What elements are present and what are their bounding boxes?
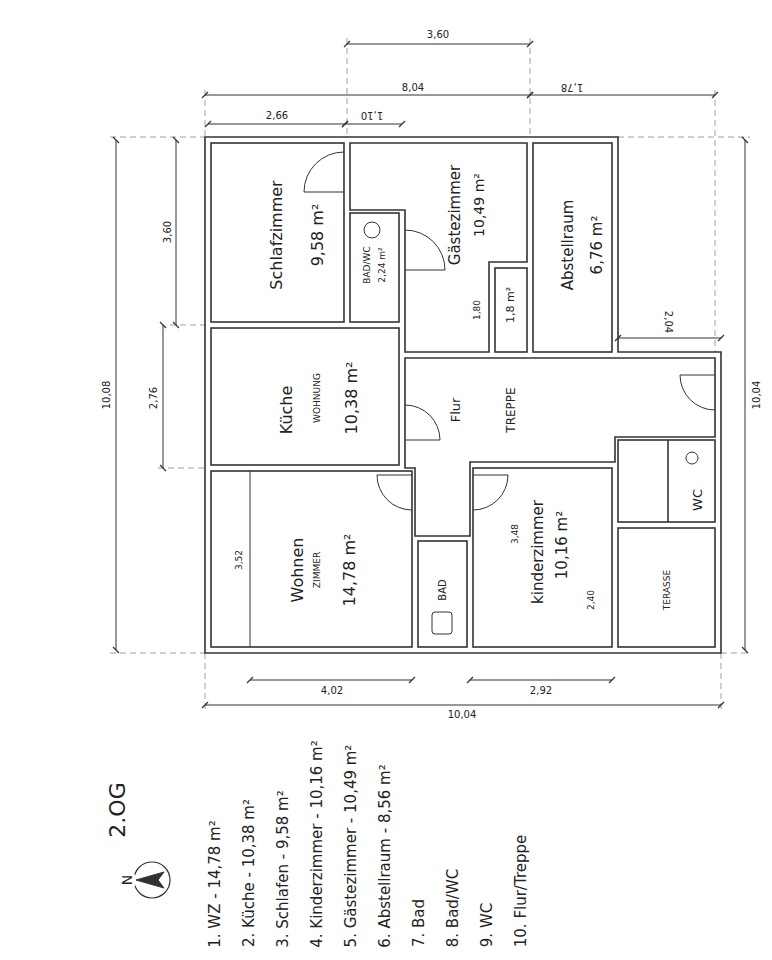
room-label: Schlafzimmer [268,180,286,289]
floor-title: 2.OG [106,781,130,838]
room-label: BAD/WC [363,246,373,283]
room-list-item: 3. Schlafen - 9,58 m² [275,789,292,948]
dimension-label: 10,08 [101,380,112,411]
room-area: BAD [418,541,467,647]
room-label: Gästezimmer [447,165,464,265]
doors [304,152,715,510]
sanitary-symbols [364,222,698,634]
room-list-item: 6. Abstellraum - 8,56 m² [377,763,394,948]
room-area: BAD/WC 2,24 m² [350,213,399,322]
dimension-label: 3,52 [235,549,245,571]
dimension-lines [116,44,745,705]
room-label: ZIMMER [313,552,323,588]
walls [205,137,721,653]
room-list-item: 5. Gästezimmer - 10,49 m² [343,743,360,948]
dimension-label: 2,92 [529,685,553,696]
dimension-label: 2,76 [148,386,159,410]
dimension-label: 8,04 [401,82,425,93]
room-label: 2,24 m² [378,247,388,282]
dimension-label: 2,66 [265,110,289,121]
room-label: kinderzimmer [530,500,547,604]
room-label: Flur [449,398,463,423]
room-label: 10,38 m² [343,362,361,435]
room-area: WC [668,440,715,522]
dimension-label: 3,60 [426,29,450,40]
room-label: 6,76 m² [589,216,606,275]
room-label: 1,8 m² [505,287,517,323]
dimension-label: 4,02 [320,685,344,696]
room-list-item: 2. Küche - 10,38 m² [241,798,258,948]
dimension-label: 3,48 [511,523,521,545]
dimension-label: 1,10 [360,110,384,121]
room-label: 14,78 m² [341,534,359,607]
dimension-label: 10,04 [447,709,478,720]
dimension-label: 3,60 [162,220,173,244]
room-area: Flur TREPPE [405,358,715,462]
room-list-item: 8. Bad/WC [445,868,462,948]
room-list-item: 10. Flur/Treppe [513,834,530,948]
room-label: TREPPE [505,387,518,432]
room-label: Abstellraum [560,200,577,291]
room-area: Gästezimmer 10,49 m² [350,143,527,352]
room-area: kinderzimmer 10,16 m² [473,468,612,647]
room-area: Abstellraum 6,76 m² [533,143,612,352]
room-label: Küche [278,386,296,435]
room-area: Küche WOHNUNG 10,38 m² [211,328,399,465]
room-list-item: 4. Kinderzimmer - 10,16 m² [309,739,326,948]
room-label: 10,16 m² [554,511,571,579]
room-area: Schlafzimmer 9,58 m² [211,143,344,322]
room-area: TERASSE [618,528,715,647]
room-label: 9,58 m² [309,204,327,267]
room-list-item: 7. Bad [411,898,428,948]
room-label: Wohnen [289,538,307,603]
room-label: WOHNUNG [313,373,323,423]
room-list-item: 1. WZ - 14,78 m² [207,819,224,948]
room-list-item: 9. WC [479,902,496,948]
room-label: 10,49 m² [472,173,487,237]
extension-lines [110,38,750,712]
north-arrow [134,862,170,898]
north-label: N [120,874,135,886]
room-label: WC [691,489,705,511]
dimension-label: 2,40 [587,589,597,611]
room-label: TERASSE [663,570,673,610]
room-area: 1,8 m² [495,268,527,352]
dimension-label: 1,78 [560,82,584,93]
dimension-label: 10,04 [751,380,762,411]
dimension-label: 2,04 [663,310,674,334]
room-label: BAD [437,579,448,600]
dimension-label: 1,80 [473,299,483,321]
